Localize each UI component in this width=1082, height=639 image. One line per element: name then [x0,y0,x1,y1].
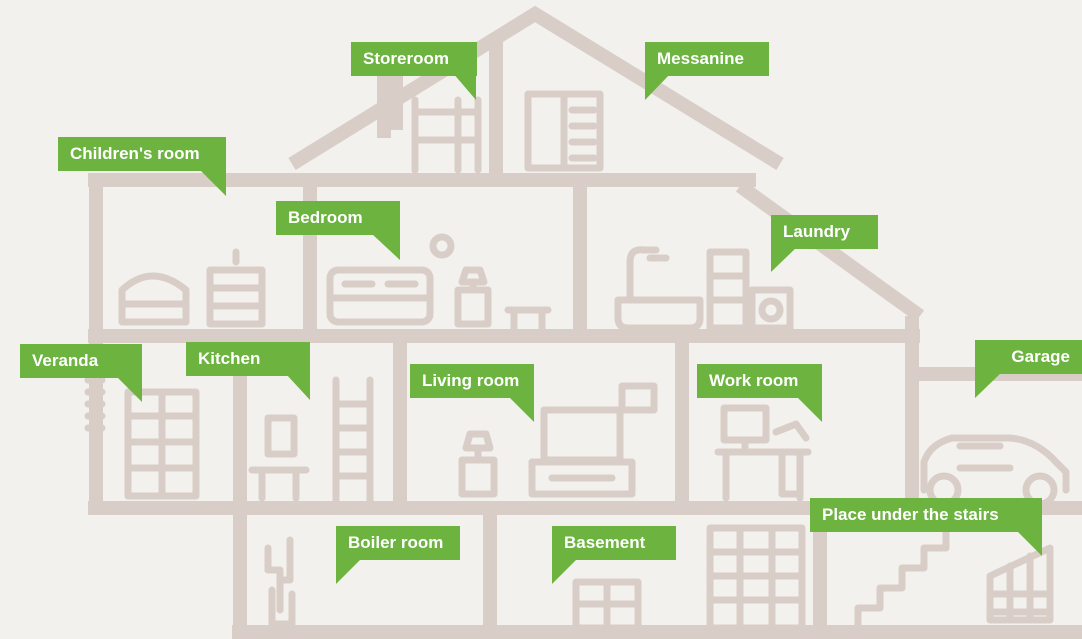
cabinet-icon [706,248,750,332]
boiler-pipes-icon [264,536,296,628]
roof-line [288,5,784,170]
chimney [377,61,403,138]
tv-icon [540,406,624,464]
garage-callout-tail [975,372,1002,398]
bookshelf-icon [124,388,200,500]
desk-lamp-icon [772,420,810,442]
desk-icon [714,448,812,502]
washing-machine-icon [748,286,794,332]
kitchen-label: Kitchen [186,342,310,376]
under-stairs-label: Place under the stairs [810,498,1042,532]
work-room-label: Work room [697,364,822,398]
tv-stand-icon [528,458,636,498]
bedroom-label: Bedroom [276,201,400,235]
bedroom-callout-tail [372,234,400,260]
double-bed-icon [326,266,434,326]
picture-frame-icon [618,382,658,414]
messanine-label: Messanine [645,42,769,76]
childrens-room-label: Children's room [58,137,226,171]
veranda-callout-tail [116,376,142,402]
small-table-icon [504,306,552,332]
lamp-icon [458,430,498,498]
childrens-room-callout-tail [198,168,226,196]
storage-rack-icon [706,524,806,632]
laundry-label: Laundry [771,215,878,249]
basement-callout-tail [552,558,578,584]
storeroom-label: Storeroom [351,42,477,76]
living-room-label: Living room [410,364,534,398]
wall-clock-icon [429,233,455,259]
wardrobe-icon [524,90,604,172]
laundry-callout-tail [771,246,798,272]
under-stairs-callout-tail [1016,530,1042,556]
storage-crate-icon [986,544,1054,624]
railing-icon [84,376,106,432]
veranda-label: Veranda [20,344,142,378]
boiler-room-label: Boiler room [336,526,460,560]
storeroom-callout-tail [452,72,476,100]
ladder-icon [332,376,374,504]
shelving-ladder-icon [411,96,482,174]
bathtub-shower-icon [614,246,704,332]
kitchen-table-icon [248,466,310,502]
toy-dresser-icon [206,248,266,328]
window-icon [264,414,298,458]
crate-icon [572,578,642,632]
messanine-callout-tail [645,72,672,100]
work-room-callout-tail [796,396,822,422]
living-room-callout-tail [508,396,534,422]
garage-label: Garage [975,340,1082,374]
computer-monitor-icon [720,404,770,452]
basement-label: Basement [552,526,676,560]
stairs-icon [854,524,972,632]
kitchen-callout-tail [286,374,310,400]
bedside-lamp-icon [454,266,492,328]
lower-roof-line [735,180,925,322]
child-bed-icon [118,272,190,326]
car-icon [920,434,1070,508]
boiler-room-callout-tail [336,558,362,584]
